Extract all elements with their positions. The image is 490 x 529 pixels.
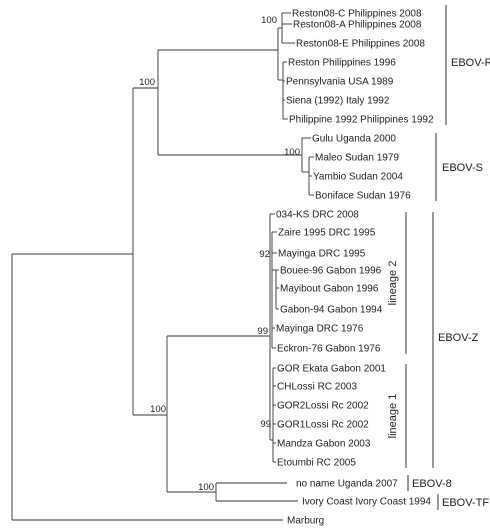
leaf-label: Reston08-A Philippines 2008 bbox=[293, 20, 422, 31]
leaf-label: Maleo Sudan 1979 bbox=[315, 153, 399, 164]
clade-label-ebov-r: EBOV-R bbox=[451, 57, 490, 69]
leaf-label: Yambio Sudan 2004 bbox=[313, 172, 403, 183]
leaf-label: Reston08-C Philippines 2008 bbox=[292, 9, 422, 20]
clade-label-ebov-tf: EBOV-TF bbox=[442, 497, 489, 509]
leaf-label: CHLossi RC 2003 bbox=[277, 382, 357, 393]
leaf-label: Gabon-94 Gabon 1994 bbox=[280, 305, 383, 316]
clade-labels: EBOV-R EBOV-S EBOV-Z EBOV-8 EBOV-TF line… bbox=[387, 57, 490, 509]
bootstrap-value: 100 bbox=[261, 15, 277, 26]
lineage-label-2: lineage 2 bbox=[387, 261, 399, 306]
tree-branches bbox=[11, 12, 314, 521]
bootstrap-value: 100 bbox=[139, 77, 155, 88]
leaf-label: GOR1Lossi Rc 2002 bbox=[277, 420, 369, 431]
leaf-label: Mayinga DRC 1976 bbox=[276, 324, 364, 335]
leaf-label: Zaire 1995 DRC 1995 bbox=[278, 228, 376, 239]
leaf-label: Boniface Sudan 1976 bbox=[315, 191, 411, 202]
leaf-label: Philippine 1992 Philippines 1992 bbox=[289, 115, 434, 126]
leaf-label: 034-KS DRC 2008 bbox=[276, 210, 359, 221]
bootstrap-value: 99 bbox=[257, 326, 268, 337]
leaf-label: Etoumbi RC 2005 bbox=[277, 458, 356, 469]
bootstrap-value: 92 bbox=[259, 249, 270, 260]
leaf-label: Mayinga DRC 1995 bbox=[278, 249, 366, 260]
clade-label-ebov-z: EBOV-Z bbox=[438, 332, 479, 344]
leaf-label: Mayibout Gabon 1996 bbox=[280, 284, 379, 295]
leaf-label: GOR Ekata Gabon 2001 bbox=[277, 364, 386, 375]
bootstrap-values: 100 100 100 92 99 99 100 100 bbox=[139, 15, 300, 493]
leaf-label: Reston Philippines 1996 bbox=[288, 58, 396, 69]
clade-label-ebov-s: EBOV-S bbox=[442, 162, 483, 174]
leaf-label: no name Uganda 2007 bbox=[296, 479, 398, 490]
bootstrap-value: 100 bbox=[284, 147, 300, 158]
bootstrap-value: 99 bbox=[260, 419, 271, 430]
leaf-label: Ivory Coast Ivory Coast 1994 bbox=[302, 497, 431, 508]
leaf-label: Siena (1992) Italy 1992 bbox=[286, 96, 390, 107]
clade-label-ebov-8: EBOV-8 bbox=[412, 478, 452, 490]
bootstrap-value: 100 bbox=[198, 482, 214, 493]
leaf-labels: Reston08-C Philippines 2008 Reston08-A P… bbox=[276, 9, 434, 527]
leaf-label: Pennsylvania USA 1989 bbox=[286, 77, 394, 88]
lineage-label-1: lineage 1 bbox=[387, 394, 399, 439]
bootstrap-value: 100 bbox=[150, 404, 166, 415]
leaf-label: Marburg bbox=[287, 516, 324, 527]
leaf-label: GOR2Lossi Rc 2002 bbox=[277, 401, 369, 412]
clade-brackets bbox=[405, 5, 447, 510]
leaf-label: Eckron-76 Gabon 1976 bbox=[277, 344, 381, 355]
leaf-label: Reston08-E Philippines 2008 bbox=[296, 39, 425, 50]
leaf-label: Gulu Uganda 2000 bbox=[312, 134, 396, 145]
leaf-label: Bouee-96 Gabon 1996 bbox=[280, 266, 382, 277]
leaf-label: Mandza Gabon 2003 bbox=[277, 439, 371, 450]
